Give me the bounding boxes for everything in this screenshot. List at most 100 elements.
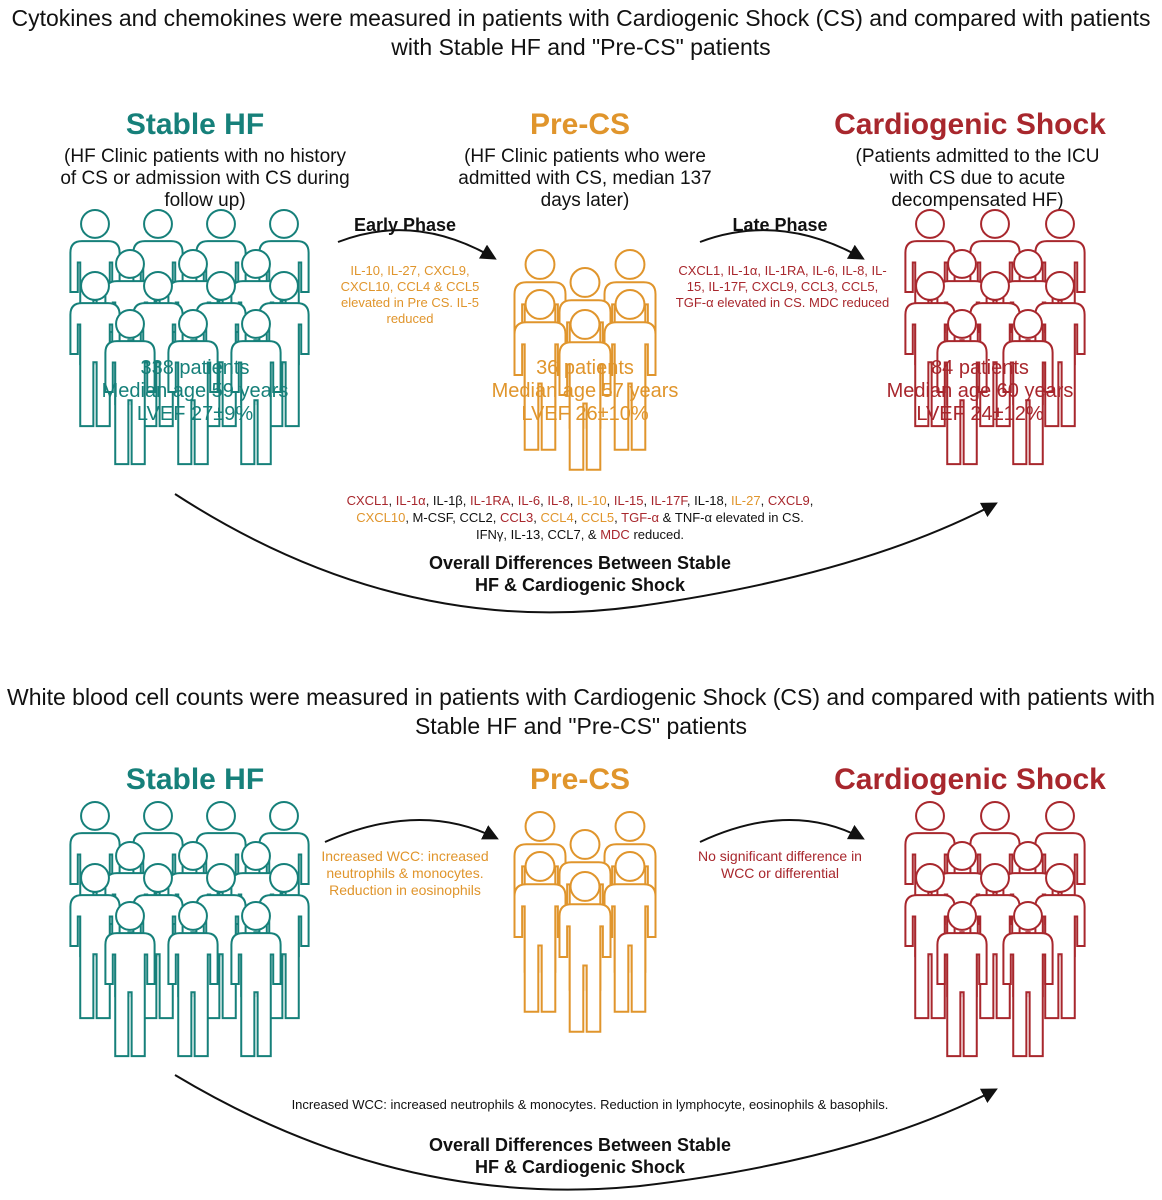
wbc-overall-differences-label: Overall Differences Between Stable HF & … <box>330 1134 830 1178</box>
overall-cytokine-segment: IFNγ, IL-13, CCL7, & <box>475 527 601 542</box>
pre-cs-people-icon <box>513 249 657 471</box>
person-icon <box>230 901 282 1058</box>
overall-cytokine-segment: IL-1RA <box>470 493 511 508</box>
person-icon <box>969 863 1021 1020</box>
wbc-early-arrow <box>324 819 499 843</box>
person-icon <box>1002 309 1054 466</box>
person-icon <box>904 271 956 428</box>
pre-cs-lvef: LVEF 26±10% <box>521 403 649 425</box>
wbc-pre-cs-title: Pre-CS <box>529 763 631 796</box>
late-phase-arrow <box>699 229 865 260</box>
stable-hf-patient-count: 338 patients <box>140 357 250 379</box>
overall-cytokine-segment: , <box>643 493 651 508</box>
cardiogenic-shock-people-icon <box>904 209 1086 466</box>
overall-cytokine-segment: reduced. <box>629 527 685 542</box>
wbc-overall-label-line-1: Overall Differences Between Stable <box>428 1135 732 1155</box>
overall-cytokine-segment: CXCL9 <box>767 493 810 508</box>
overall-cytokine-segment: , IL-18, <box>686 493 731 508</box>
wbc-late-text: No significant difference in WCC or diff… <box>698 848 862 881</box>
early-phase-arrow <box>337 229 497 260</box>
early-phase-label: Early Phase <box>353 215 457 235</box>
overall-cytokine-segment: IL-8 <box>547 493 570 508</box>
wbc-cardiogenic-shock-people-icon <box>904 801 1086 1058</box>
stable-hf-description: (HF Clinic patients with no history of C… <box>60 146 350 211</box>
overall-cytokine-segment: CCL3 <box>499 510 534 525</box>
wbc-pre-cs-people-icon <box>513 811 657 1033</box>
person-icon <box>904 863 956 1020</box>
overall-cytokine-segment: , <box>569 493 577 508</box>
person-icon <box>1034 863 1086 1020</box>
wbc-overall-label-line-2: HF & Cardiogenic Shock <box>474 1157 686 1177</box>
overall-cytokine-segment: , <box>533 510 541 525</box>
overall-cytokine-line-2: CXCL10, M-CSF, CCL2, CCL3, CCL4, CCL5, T… <box>250 509 910 526</box>
person-icon <box>69 271 121 428</box>
overall-cytokine-segment: , <box>614 510 622 525</box>
person-icon <box>104 901 156 1058</box>
cardiogenic-shock-stats: 84 patients Median age 60 years LVEF 24±… <box>855 357 1105 426</box>
overall-cytokine-line-1: CXCL1, IL-1α, IL-1β, IL-1RA, IL-6, IL-8,… <box>250 492 910 509</box>
person-icon <box>603 289 657 451</box>
overall-cytokine-segment: IL-15 <box>613 493 644 508</box>
person-icon <box>558 870 612 1033</box>
overall-cytokine-segment: CCL5 <box>580 510 615 525</box>
person-icon <box>167 901 219 1058</box>
stable-hf-title: Stable HF <box>125 108 265 141</box>
cardiogenic-shock-median-age: Median age 60 years <box>886 380 1074 402</box>
overall-cytokine-segment: CXCL10 <box>356 510 406 525</box>
wbc-late-arrow <box>699 819 865 843</box>
overall-cytokine-segment: & TNF-α elevated in CS. <box>659 510 804 525</box>
overall-differences-label: Overall Differences Between Stable HF & … <box>330 552 830 596</box>
person-icon <box>104 309 156 466</box>
overall-cytokine-segment: , <box>573 510 581 525</box>
overall-cytokine-text: CXCL1, IL-1α, IL-1β, IL-1RA, IL-6, IL-8,… <box>250 492 910 543</box>
overall-cytokine-segment: , <box>510 493 518 508</box>
stable-hf-stats: 338 patients Median age 59 years LVEF 27… <box>75 357 315 426</box>
early-phase-text: IL-10, IL-27, CXCL9, CXCL10, CCL4 & CCL5… <box>340 263 480 326</box>
overall-cytokine-segment: TGF-α <box>621 510 660 525</box>
overall-cytokine-segment: , <box>760 493 768 508</box>
overall-cytokine-line-3: IFNγ, IL-13, CCL7, & MDC reduced. <box>250 526 910 543</box>
overall-cytokine-segment: MDC <box>600 527 630 542</box>
person-icon <box>69 863 121 1020</box>
wbc-stable-hf-people-icon <box>69 801 310 1058</box>
pre-cs-stats: 36 patients Median age 57 years LVEF 26±… <box>465 357 705 426</box>
person-icon <box>936 901 988 1058</box>
pre-cs-patient-count: 36 patients <box>536 357 634 379</box>
overall-arrow <box>174 493 998 614</box>
overall-label-line-2: HF & Cardiogenic Shock <box>474 575 686 595</box>
overall-cytokine-segment: CXCL1 <box>346 493 389 508</box>
cardiogenic-shock-lvef: LVEF 24±12% <box>916 403 1044 425</box>
cardiogenic-shock-description: (Patients admitted to the ICU with CS du… <box>855 146 1100 211</box>
person-icon <box>936 309 988 466</box>
person-icon <box>513 289 567 451</box>
late-phase-text: CXCL1, IL-1α, IL-1RA, IL-6, IL-8, IL-15,… <box>675 263 890 310</box>
overall-cytokine-segment: IL-1α <box>395 493 426 508</box>
person-icon <box>1002 901 1054 1058</box>
panel2-heading: White blood cell counts were measured in… <box>6 684 1155 739</box>
stable-hf-people-icon <box>69 209 310 466</box>
person-icon <box>558 308 612 471</box>
overall-cytokine-segment: , <box>388 493 396 508</box>
panel1-heading: Cytokines and chemokines were measured i… <box>11 5 1151 60</box>
person-icon <box>969 271 1021 428</box>
pre-cs-title: Pre-CS <box>529 108 631 141</box>
wbc-overall-text: Increased WCC: increased neutrophils & m… <box>291 1097 889 1112</box>
cardiogenic-shock-patient-count: 84 patients <box>931 357 1029 379</box>
overall-cytokine-segment: , M-CSF, CCL2, <box>405 510 500 525</box>
overall-cytokine-segment: , IL-1β, <box>425 493 471 508</box>
pre-cs-median-age: Median age 57 years <box>491 380 679 402</box>
overall-cytokine-segment: , <box>809 493 814 508</box>
overall-cytokine-segment: , <box>540 493 548 508</box>
wbc-cardiogenic-shock-title: Cardiogenic Shock <box>834 763 1106 796</box>
wbc-overall-arrow <box>174 1074 998 1191</box>
overall-cytokine-segment: CCL4 <box>540 510 574 525</box>
overall-cytokine-segment: IL-17F <box>650 493 687 508</box>
overall-cytokine-segment: IL-27 <box>730 493 761 508</box>
person-icon <box>513 851 567 1013</box>
person-icon <box>230 309 282 466</box>
cardiogenic-shock-title: Cardiogenic Shock <box>834 108 1106 141</box>
overall-cytokine-segment: IL-6 <box>517 493 541 508</box>
wbc-stable-hf-title: Stable HF <box>125 763 265 796</box>
person-icon <box>167 309 219 466</box>
